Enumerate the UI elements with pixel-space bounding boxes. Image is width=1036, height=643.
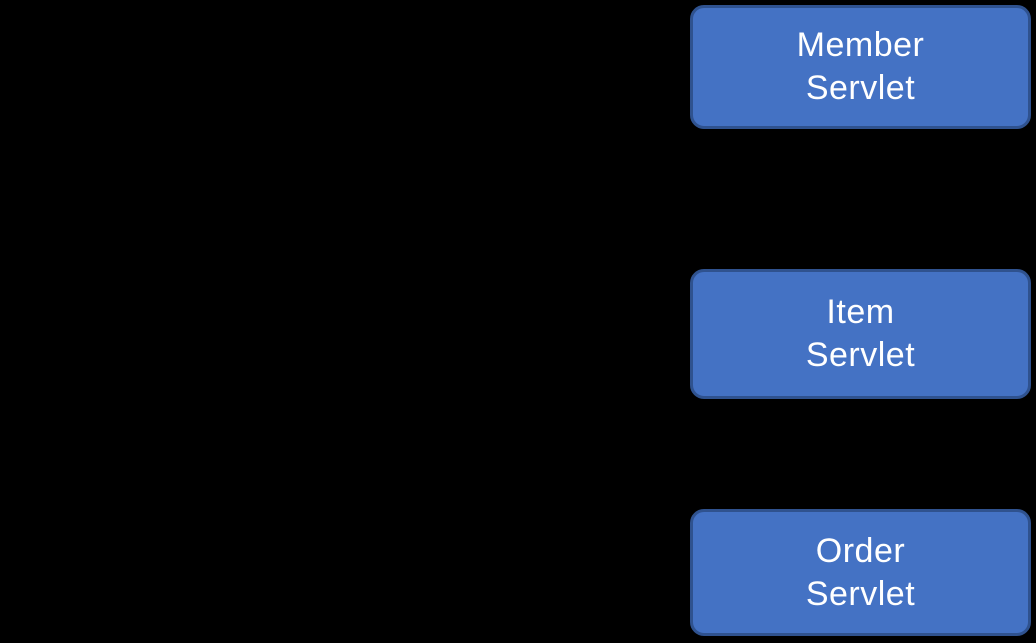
node-member-servlet: Member Servlet — [690, 5, 1031, 129]
node-member-servlet-label: Member Servlet — [796, 26, 925, 107]
node-order-servlet: Order Servlet — [690, 509, 1031, 636]
node-order-servlet-label: Order Servlet — [805, 531, 916, 613]
node-item-servlet: Item Servlet — [690, 269, 1031, 399]
node-item-servlet-label: Item Servlet — [805, 293, 916, 374]
